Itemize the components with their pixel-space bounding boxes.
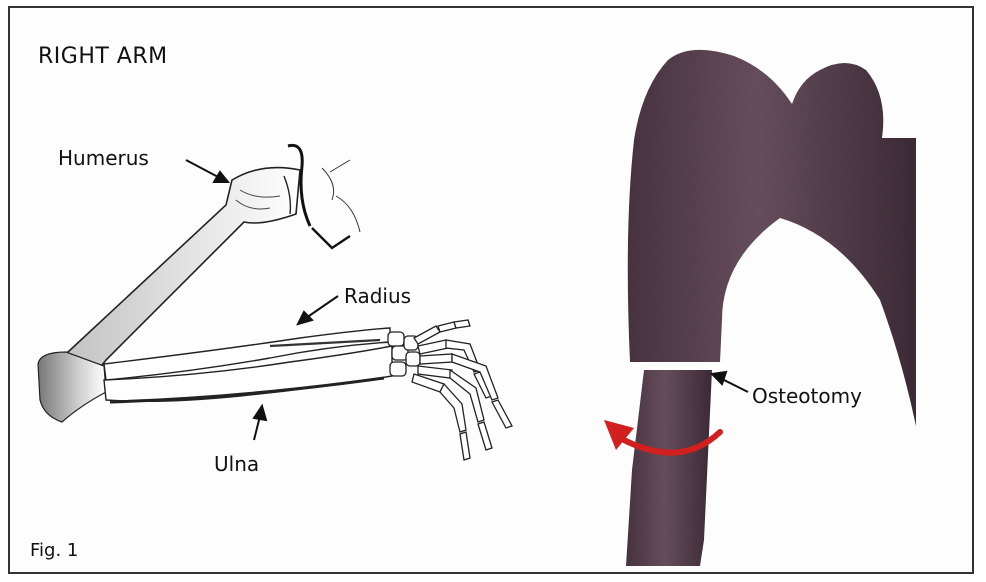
humerus-label: Humerus	[58, 146, 149, 170]
humerus-bone	[44, 168, 300, 365]
pointer-arrow-icon	[186, 160, 228, 182]
pointer-arrow-icon	[712, 372, 748, 392]
pointer-arrow-icon	[254, 406, 266, 440]
scapula-outline	[288, 145, 360, 248]
elbow-joint	[38, 352, 106, 422]
hand-bones	[388, 320, 512, 460]
radius-label: Radius	[344, 284, 411, 308]
figure-label: Fig. 1	[30, 540, 78, 561]
ulna-label: Ulna	[214, 452, 259, 476]
humerus-specimen	[626, 50, 916, 566]
pointer-arrow-icon	[298, 296, 338, 324]
osteotomy-label: Osteotomy	[752, 384, 862, 408]
diagram-title: RIGHT ARM	[38, 44, 168, 69]
